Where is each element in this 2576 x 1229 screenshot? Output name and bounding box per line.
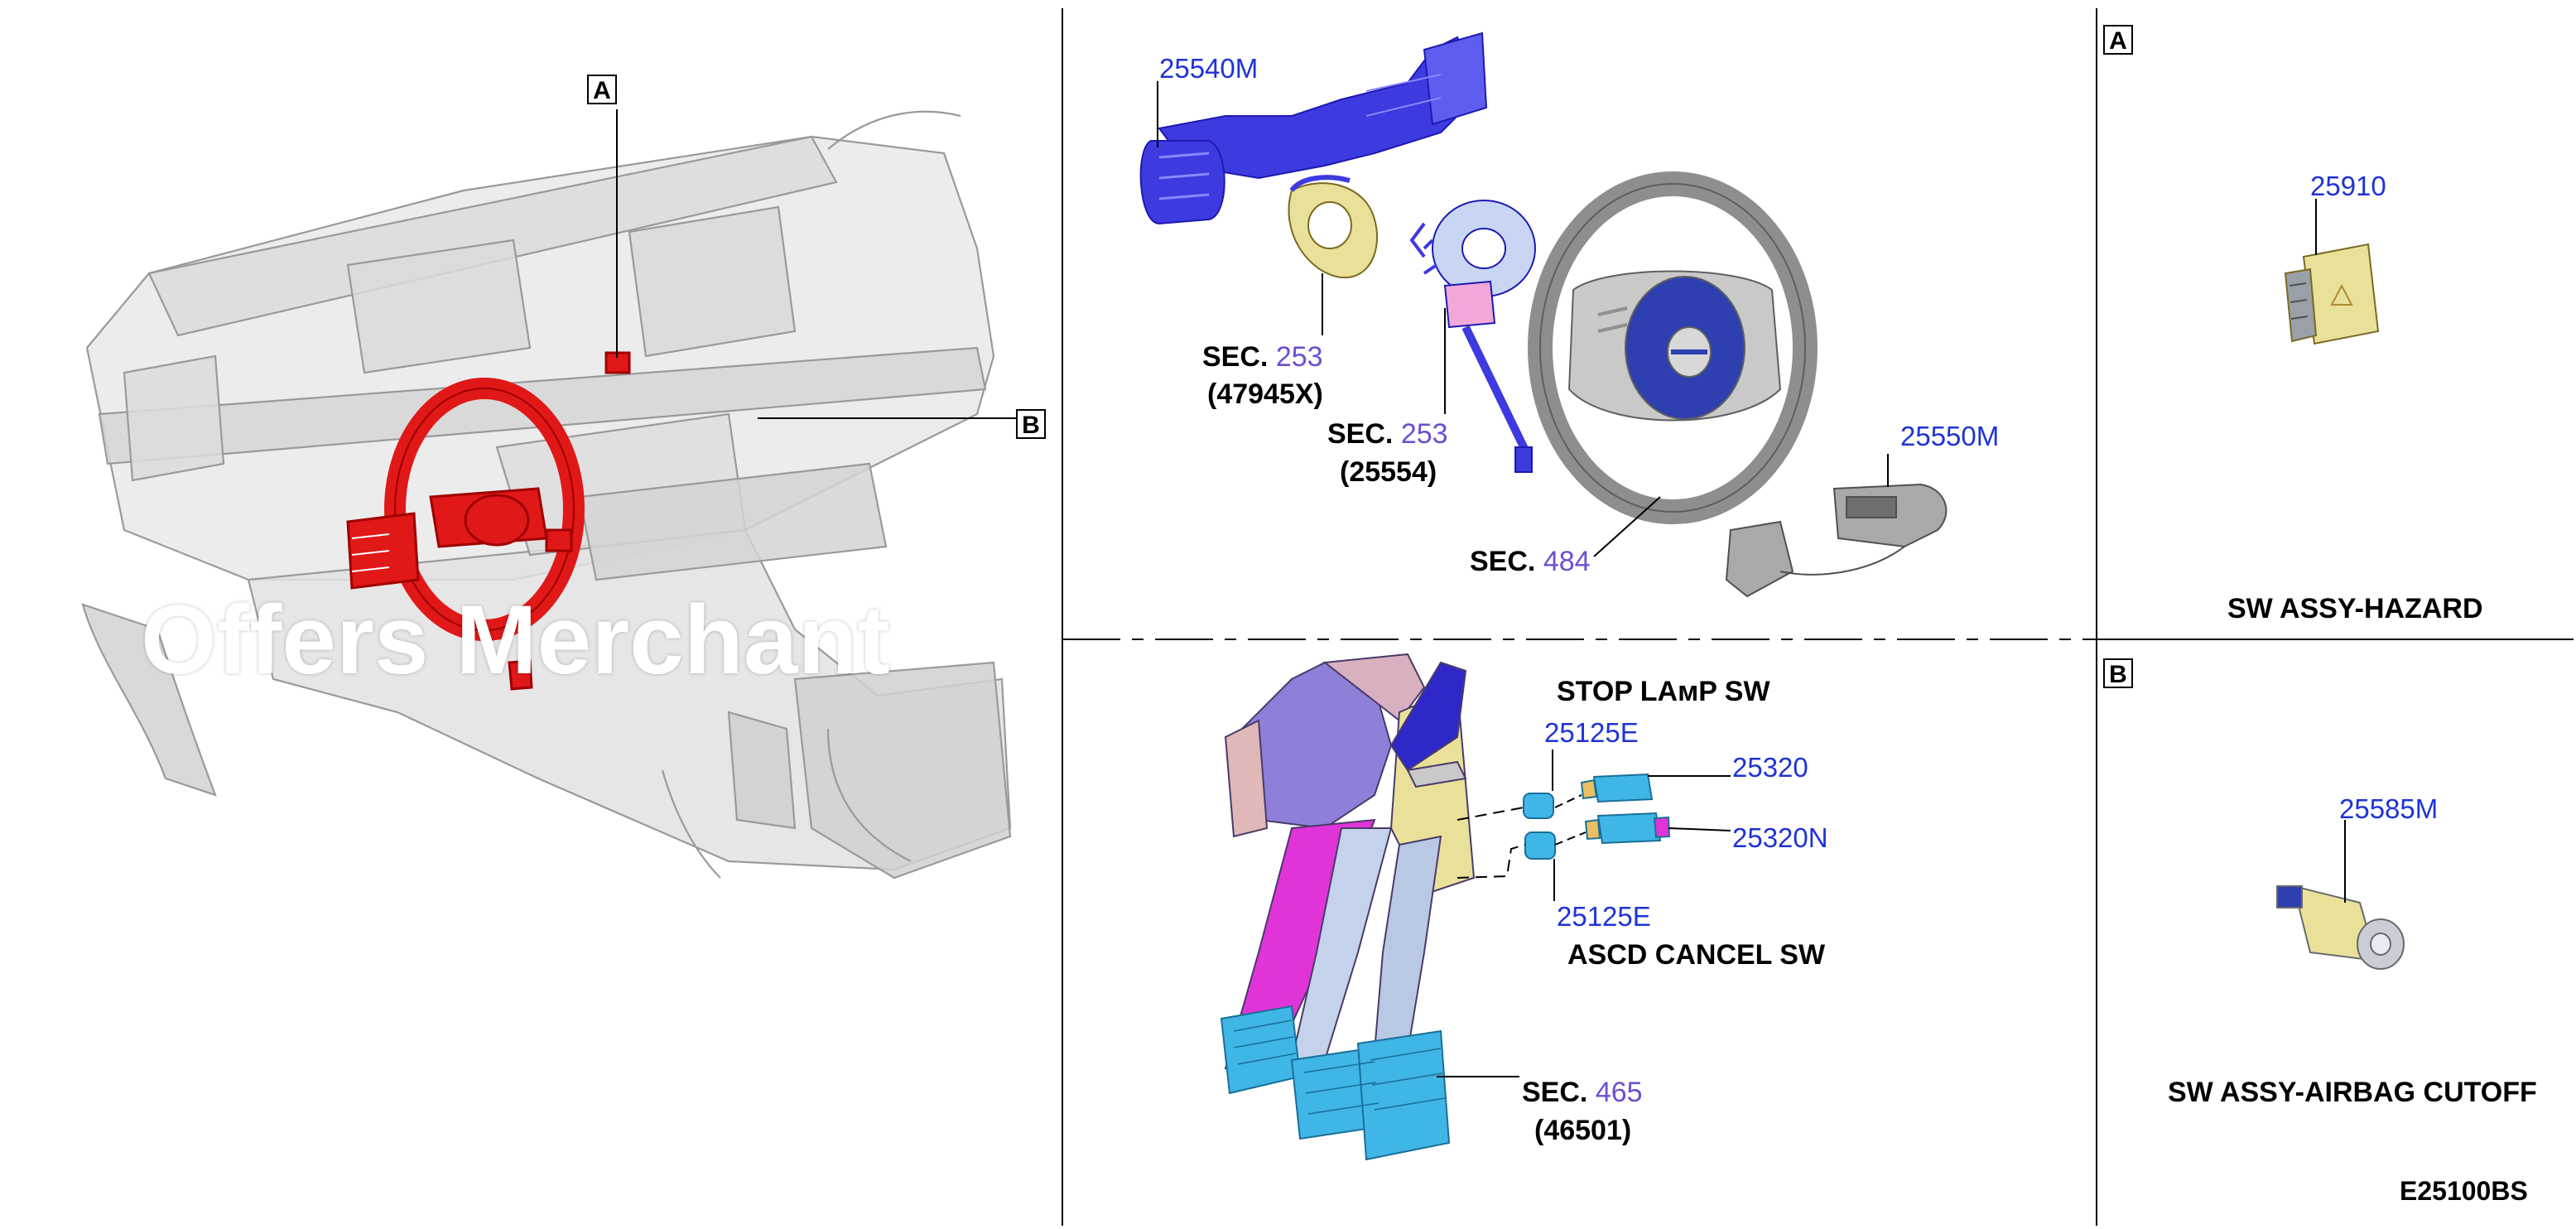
section-ref-2: SEC. 253 — [1327, 420, 1448, 448]
steering-wheel-art — [1528, 171, 1818, 524]
section-subref-1: (47945X) — [1207, 378, 1323, 410]
section-ref-1: SEC. 253 — [1202, 343, 1323, 371]
part-number-ascd-switch: 25320N — [1732, 822, 1828, 853]
section-ref-3: SEC. 484 — [1470, 547, 1591, 576]
panel-b-letter: B — [2103, 658, 2133, 688]
section-prefix: SEC. — [1522, 1077, 1588, 1108]
section-ref-pedal: SEC. 465 — [1522, 1078, 1643, 1106]
part-number-stop-clip: 25125E — [1544, 717, 1639, 748]
pedal-bracket-art — [1224, 653, 1476, 1070]
section-prefix: SEC. — [1470, 546, 1536, 577]
part-number-ascd-clip: 25125E — [1557, 901, 1651, 932]
combination-switch-art — [1139, 31, 1488, 225]
dashboard-overview — [81, 110, 1012, 880]
figure-code: E25100BS — [2400, 1176, 2528, 1206]
callout-box-b: B — [1016, 409, 1046, 439]
pedal-pads-art — [1220, 1005, 1451, 1161]
section-subref-2: (25554) — [1340, 456, 1437, 488]
bottom-center-leaders — [1437, 749, 1731, 1077]
section-number: 253 — [1275, 341, 1323, 373]
highlighted-parts — [346, 351, 631, 691]
ascd-cancel-switch-label: ASCD CANCEL SW — [1567, 939, 1826, 971]
callout-box-a: A — [587, 75, 617, 104]
section-number: 484 — [1543, 546, 1591, 577]
top-center-leaders — [1157, 81, 1889, 557]
spiral-cable-bracket-art — [1288, 175, 1379, 279]
section-number: 465 — [1595, 1077, 1643, 1108]
part-number-stop-switch: 25320 — [1732, 752, 1808, 783]
stop-lamp-switch-label: STOP LAмP SW — [1557, 676, 1770, 707]
part-number-airbag-cutoff: 25585M — [2339, 793, 2439, 824]
spiral-cable-art — [1409, 200, 1536, 473]
overview-callouts — [616, 109, 1016, 419]
watermark-text: Offers Merchant — [141, 586, 890, 695]
airbag-cutoff-switch-name: SW ASSY-AIRBAG CUTOFF — [2168, 1077, 2537, 1108]
part-number-steering-switch: 25550M — [1900, 421, 2000, 451]
brake-switches-art — [1523, 773, 1671, 860]
panel-dividers — [1062, 8, 2574, 1226]
airbag-cutoff-switch-art — [2276, 884, 2405, 970]
panel-a-letter: A — [2103, 25, 2133, 55]
hazard-switch-art — [2284, 243, 2380, 345]
section-number: 253 — [1400, 418, 1448, 450]
section-prefix: SEC. — [1202, 341, 1269, 373]
section-subref-pedal: (46501) — [1534, 1115, 1632, 1146]
section-prefix: SEC. — [1327, 418, 1394, 450]
hazard-switch-name: SW ASSY-HAZARD — [2227, 593, 2483, 624]
part-number-hazard-switch: 25910 — [2310, 171, 2386, 201]
part-number-combination-switch: 25540M — [1159, 53, 1259, 84]
steering-switch-art — [1725, 483, 1948, 598]
